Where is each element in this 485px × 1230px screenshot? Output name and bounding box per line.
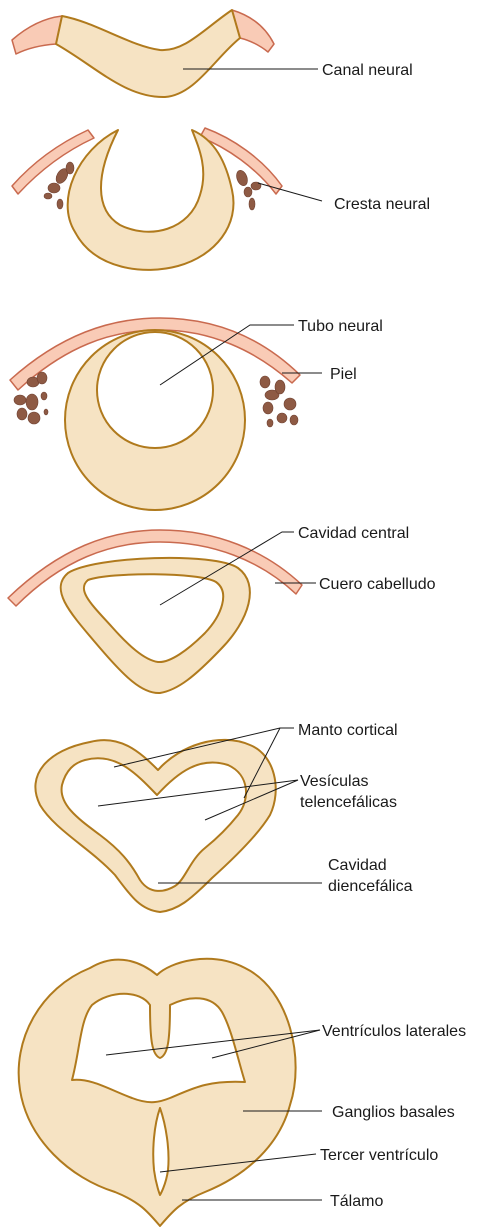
label-cavidad-central: Cavidad central bbox=[298, 525, 409, 542]
stage-3-neural-tube: Tubo neural Piel bbox=[10, 318, 383, 510]
label-cuero-cabelludo: Cuero cabelludo bbox=[319, 576, 436, 593]
neural-plate bbox=[56, 10, 240, 97]
stage-1-neural-plate: Canal neural bbox=[12, 10, 413, 97]
label-cavidad: Cavidad bbox=[328, 857, 387, 874]
stage-2-neural-groove: Cresta neural bbox=[12, 128, 430, 270]
stage-6-mature-brain: Ventrículos laterales Ganglios basales T… bbox=[19, 959, 466, 1226]
label-tercer-ventriculo: Tercer ventrículo bbox=[320, 1147, 438, 1164]
label-ganglios-basales: Ganglios basales bbox=[332, 1104, 455, 1121]
label-talamo: Tálamo bbox=[330, 1193, 383, 1210]
label-vesiculas: Vesículas bbox=[300, 773, 368, 790]
label-canal-neural: Canal neural bbox=[322, 62, 413, 79]
neural-tube-lumen bbox=[97, 332, 213, 448]
label-manto-cortical: Manto cortical bbox=[298, 722, 398, 739]
neural-groove bbox=[68, 130, 234, 270]
stage-4-central-cavity: Cavidad central Cuero cabelludo bbox=[8, 525, 436, 693]
skin-left-stage-1 bbox=[12, 16, 62, 54]
label-telencefalicas: telencefálicas bbox=[300, 794, 397, 811]
leader-cresta-neural bbox=[258, 183, 322, 201]
label-cresta-neural: Cresta neural bbox=[334, 196, 430, 213]
label-diencefalica: diencefálica bbox=[328, 878, 413, 895]
label-tubo-neural: Tubo neural bbox=[298, 318, 383, 335]
label-piel: Piel bbox=[330, 366, 357, 383]
crest-cells-right bbox=[235, 169, 261, 210]
label-ventriculos-laterales: Ventrículos laterales bbox=[322, 1023, 466, 1040]
stage-5-vesicles: Manto cortical Vesículas telencefálicas … bbox=[35, 722, 412, 912]
